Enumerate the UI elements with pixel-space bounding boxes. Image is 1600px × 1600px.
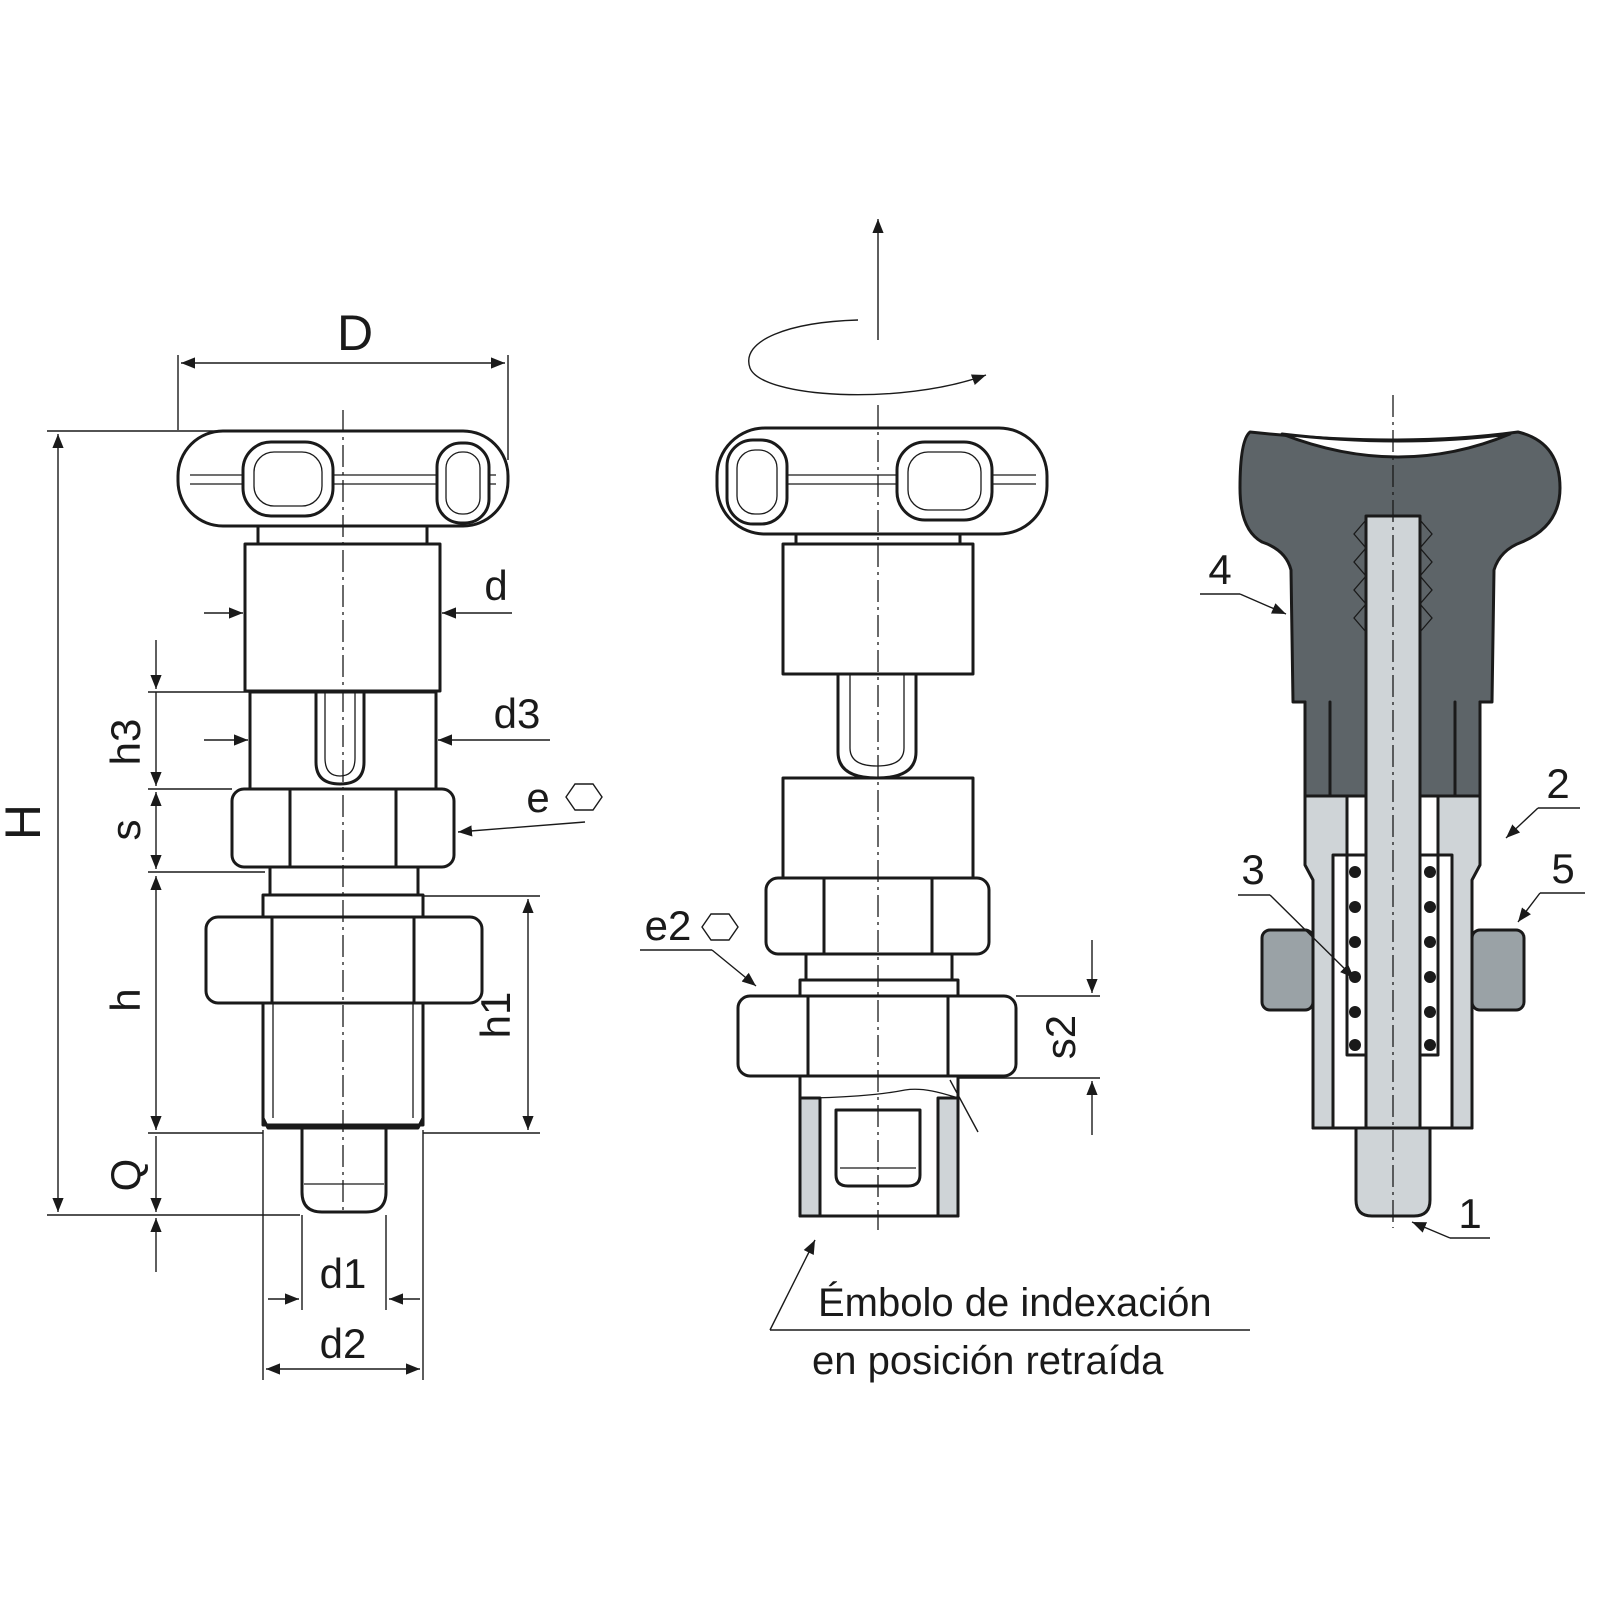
part-label-3: 3 xyxy=(1241,846,1264,893)
knob-hole-right xyxy=(435,441,491,525)
retracted-view: e2 s2 Émbolo de indexación en posición r… xyxy=(640,219,1250,1383)
dim-label-H: H xyxy=(0,804,51,840)
dim-label-d2: d2 xyxy=(320,1320,367,1367)
dim-label-s2: s2 xyxy=(1037,1015,1084,1059)
dim-label-h1: h1 xyxy=(472,992,519,1039)
dim-label-D: D xyxy=(337,305,373,361)
hex-symbol-e2 xyxy=(701,913,739,941)
section-view: 4 2 5 3 1 xyxy=(1200,395,1585,1239)
nut-section-left xyxy=(1260,928,1315,1012)
part-label-1: 1 xyxy=(1458,1190,1481,1237)
dim-label-Q: Q xyxy=(102,1159,149,1192)
bushing-section xyxy=(1303,794,1482,1130)
mounting-nut xyxy=(204,915,484,1005)
part-label-2: 2 xyxy=(1546,760,1569,807)
rotation-arrow xyxy=(748,319,987,396)
dim-label-d: d xyxy=(484,562,507,609)
mounting-nut-retracted xyxy=(736,994,1018,1078)
dim-label-h3: h3 xyxy=(102,719,149,766)
dim-label-d3: d3 xyxy=(494,690,541,737)
part-label-5: 5 xyxy=(1551,845,1574,892)
dimensioned-view: D H d d3 h3 s e h h1 xyxy=(0,305,603,1380)
dim-label-d1: d1 xyxy=(320,1250,367,1297)
caption-line-2: en posición retraída xyxy=(812,1339,1164,1383)
dim-label-h: h xyxy=(102,988,149,1011)
dim-label-e: e xyxy=(526,774,549,821)
dim-label-s: s xyxy=(102,820,149,841)
caption-line-1: Émbolo de indexación xyxy=(818,1280,1212,1325)
knob-hole-left xyxy=(241,440,335,518)
plunger-pin xyxy=(300,1126,388,1214)
hex-symbol-e xyxy=(565,783,603,811)
part-label-4: 4 xyxy=(1208,546,1231,593)
nut-section-right xyxy=(1470,928,1526,1012)
dim-label-e2: e2 xyxy=(645,902,692,949)
